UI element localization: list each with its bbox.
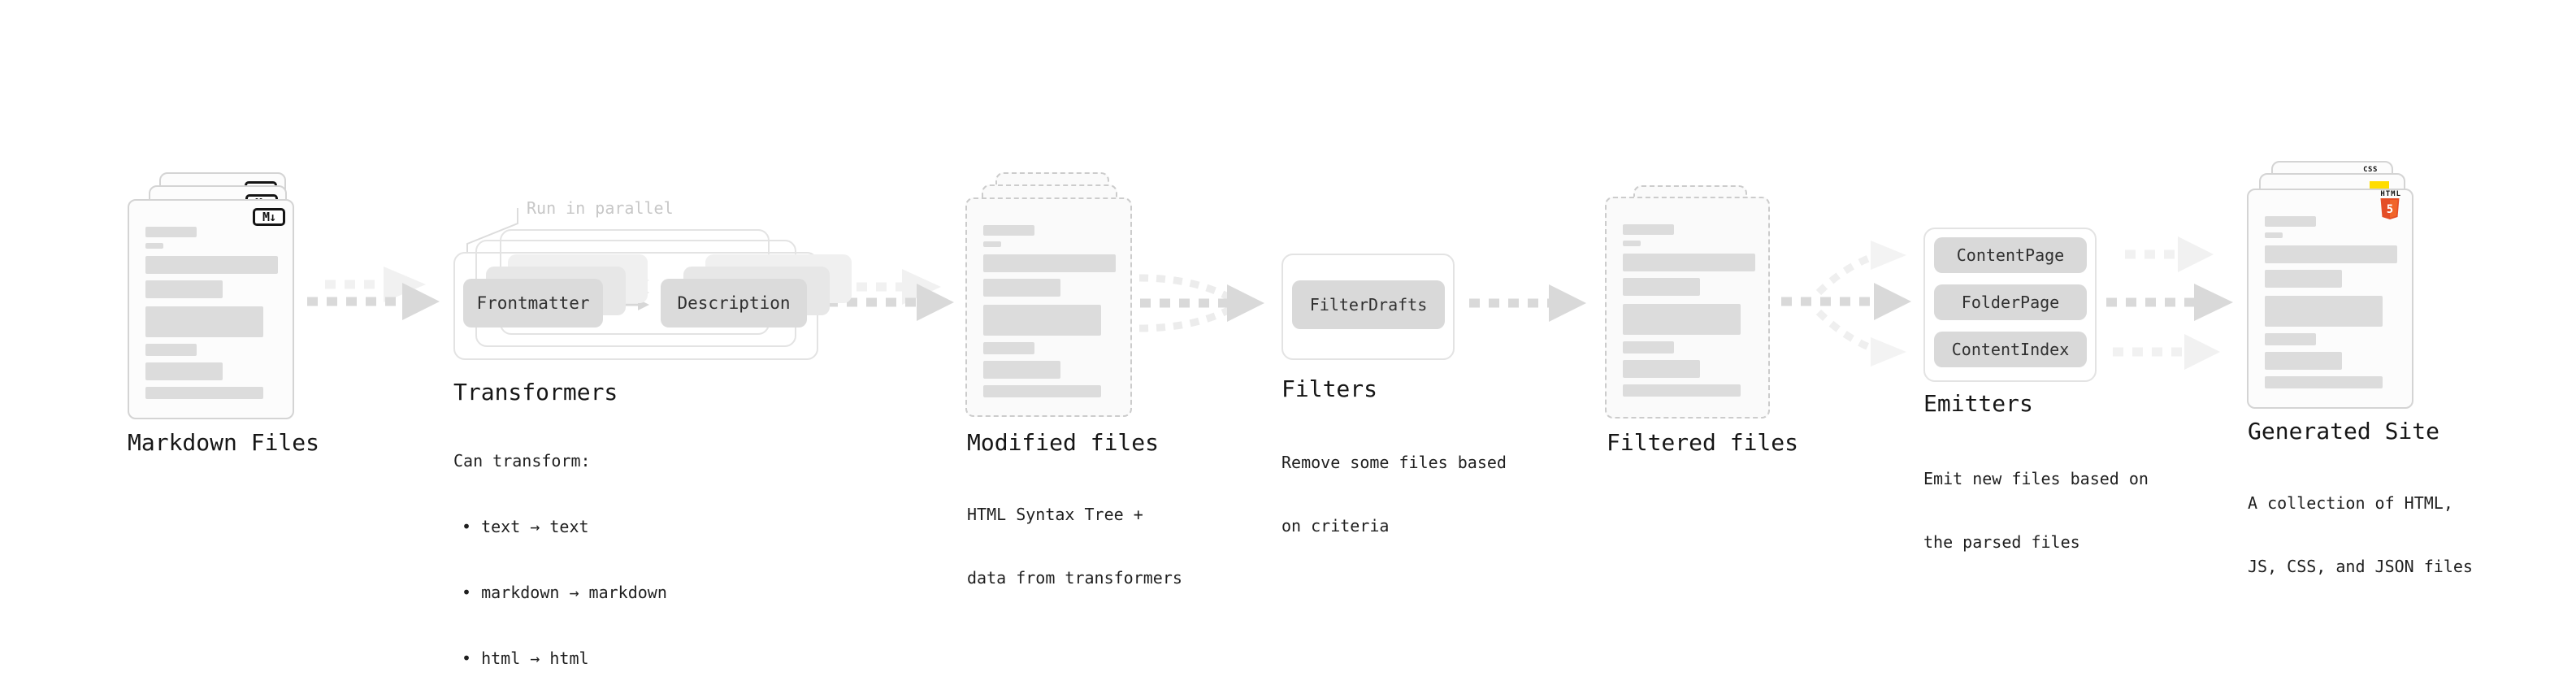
text-placeholder-bar xyxy=(2265,270,2342,288)
transformers-title: Transformers xyxy=(453,379,618,406)
html5-shield: 5 xyxy=(2380,198,2400,219)
text-placeholder-bar xyxy=(1623,384,1741,397)
description-box: Description xyxy=(661,279,807,327)
text-placeholder-bar xyxy=(1623,360,1700,378)
text-placeholder-bar xyxy=(2265,296,2383,327)
arrow-emitters-to-generated xyxy=(2106,236,2233,370)
text-placeholder-bar xyxy=(983,342,1034,354)
text-placeholder-bar xyxy=(983,361,1060,379)
modified-files-note: HTML Syntax Tree + data from transformer… xyxy=(967,462,1182,631)
text-placeholder-bar xyxy=(145,362,223,380)
html5-icon: HTML 5 xyxy=(2380,191,2401,220)
text-placeholder-bar xyxy=(2265,352,2342,370)
contentindex-box: ContentIndex xyxy=(1934,332,2087,367)
text-placeholder-bar xyxy=(2265,245,2397,263)
arrow-modified-to-filters xyxy=(1138,274,1264,332)
contentpage-box: ContentPage xyxy=(1934,237,2087,273)
text-placeholder-bar xyxy=(2265,376,2383,388)
generated-site-note-line: A collection of HTML, xyxy=(2248,493,2453,513)
transformers-bullet: • text → text xyxy=(462,517,589,536)
frontmatter-box: Frontmatter xyxy=(463,279,603,327)
css-icon-label: CSS xyxy=(2363,166,2378,174)
text-placeholder-bar xyxy=(983,279,1060,297)
text-placeholder-bar xyxy=(145,387,263,399)
markdown-file-card-front: M↓ xyxy=(128,199,294,419)
run-in-parallel-label: Run in parallel xyxy=(527,198,674,218)
emitters-note: Emit new files based on the parsed files xyxy=(1923,426,2149,595)
text-placeholder-bar xyxy=(1623,304,1741,335)
filterdrafts-box: FilterDrafts xyxy=(1292,280,1445,329)
filters-note-line: on criteria xyxy=(1281,516,1390,536)
text-placeholder-bar xyxy=(145,256,278,274)
emitters-note-line: Emit new files based on xyxy=(1923,469,2149,488)
text-placeholder-bar xyxy=(1623,254,1755,271)
text-placeholder-bar xyxy=(145,306,263,337)
transformers-bullet: • html → html xyxy=(462,648,589,668)
arrow-markdown-to-transformers xyxy=(307,267,440,320)
generated-file-card-html: HTML 5 xyxy=(2247,189,2413,409)
generated-site-note: A collection of HTML, JS, CSS, and JSON … xyxy=(2248,450,2473,619)
emitters-note-line: the parsed files xyxy=(1923,532,2080,552)
text-placeholder-bar xyxy=(145,344,197,356)
text-placeholder-bar xyxy=(2265,333,2316,345)
filters-title: Filters xyxy=(1281,375,1378,402)
modified-file-card-front xyxy=(965,197,1132,417)
filtered-file-card-front xyxy=(1605,197,1770,419)
text-placeholder-bar xyxy=(983,241,1001,247)
arrow-filters-to-filtered xyxy=(1469,284,1586,322)
js-icon xyxy=(2370,181,2389,190)
arrow-filtered-to-emitters xyxy=(1781,241,1911,367)
text-placeholder-bar xyxy=(1623,241,1641,246)
html5-icon-word: HTML xyxy=(2380,190,2401,198)
filters-note: Remove some files based on criteria xyxy=(1281,410,1507,579)
markdown-files-title: Markdown Files xyxy=(128,429,320,456)
filters-note-line: Remove some files based xyxy=(1281,453,1507,472)
text-placeholder-bar xyxy=(1623,278,1700,296)
text-placeholder-bar xyxy=(145,243,163,249)
text-placeholder-bar xyxy=(1623,341,1674,354)
text-placeholder-bar xyxy=(145,280,223,298)
folderpage-box: FolderPage xyxy=(1934,284,2087,320)
filtered-files-title: Filtered files xyxy=(1607,429,1799,456)
text-placeholder-bar xyxy=(983,254,1116,272)
transformers-note-heading: Can transform: xyxy=(453,451,591,471)
text-placeholder-bar xyxy=(983,305,1101,336)
transformers-note: Can transform: • text → text • markdown … xyxy=(453,406,667,681)
text-placeholder-bar xyxy=(2265,232,2283,238)
markdown-icon: M↓ xyxy=(253,208,285,226)
text-placeholder-bar xyxy=(983,225,1034,236)
svg-text:5: 5 xyxy=(2387,203,2393,216)
transformers-bullet: • markdown → markdown xyxy=(462,583,667,602)
generated-site-note-line: JS, CSS, and JSON files xyxy=(2248,557,2473,576)
modified-files-note-line: data from transformers xyxy=(967,568,1182,588)
text-placeholder-bar xyxy=(2265,216,2316,227)
generated-site-title: Generated Site xyxy=(2248,418,2440,445)
modified-files-title: Modified files xyxy=(967,429,1160,456)
text-placeholder-bar xyxy=(145,227,197,237)
emitters-title: Emitters xyxy=(1923,390,2033,417)
modified-files-note-line: HTML Syntax Tree + xyxy=(967,505,1143,524)
text-placeholder-bar xyxy=(1623,224,1674,235)
text-placeholder-bar xyxy=(983,385,1101,397)
